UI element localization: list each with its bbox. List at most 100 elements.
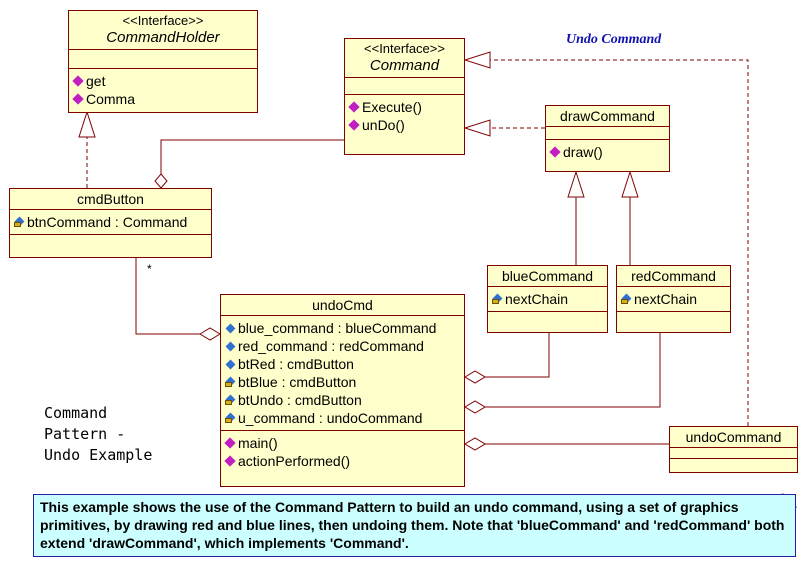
operation-label: Execute() [362, 99, 422, 115]
class-bluecommand[interactable]: blueCommand nextChain [487, 265, 608, 333]
generalization-arrowhead-red [621, 170, 639, 198]
attribute-label: red_command : redCommand [238, 338, 424, 354]
operation-section: main() actionPerformed() [221, 431, 464, 473]
class-header: undoCmd [221, 295, 464, 316]
attribute-section: blue_command : blueCommand red_command :… [221, 316, 464, 431]
attribute-section [546, 127, 669, 140]
attribute-section [670, 448, 797, 459]
operation-row: draw() [549, 143, 665, 161]
operation-icon [348, 119, 360, 131]
attribute-row: btUndo : cmdButton [225, 391, 460, 409]
aggregation-cmdbutton-command [160, 139, 344, 174]
operation-row: unDo() [348, 116, 460, 134]
aggregation-undocmd-redcommand [485, 333, 661, 408]
class-cmdbutton[interactable]: cmdButton btnCommand : Command [9, 188, 212, 258]
operation-icon [72, 93, 84, 105]
class-name: CommandHolder [106, 29, 220, 46]
class-header: drawCommand [546, 106, 669, 127]
aggregation-diamond-red [464, 400, 486, 414]
attribute-section [69, 50, 257, 69]
class-name: cmdButton [77, 191, 144, 207]
private-attribute-icon [225, 377, 237, 388]
attribute-label: btBlue : cmdButton [238, 374, 357, 390]
operation-label: Comma [86, 91, 136, 107]
note-box: This example shows the use of the Comman… [33, 494, 796, 557]
aggregation-diamond-undocmd-left [199, 327, 221, 341]
stereotype-label: <<Interface>> [122, 13, 204, 28]
class-header: undoCommand [670, 427, 797, 448]
realization-undocommand-command [490, 59, 749, 426]
attribute-label: blue_command : blueCommand [238, 320, 437, 336]
class-header: <<Interface>> CommandHolder [69, 11, 257, 50]
class-name: undoCommand [685, 429, 782, 445]
operation-section: Execute() unDo() [345, 95, 464, 137]
attribute-row: blue_command : blueCommand [225, 319, 460, 337]
private-attribute-icon [14, 217, 26, 228]
attribute-label: u_command : undoCommand [238, 410, 423, 426]
stereotype-label: <<Interface>> [364, 41, 445, 56]
class-command[interactable]: <<Interface>> Command Execute() unDo() [344, 38, 465, 155]
realization-arrowhead-command-lower [463, 119, 491, 137]
note-text: This example shows the use of the Comman… [40, 499, 785, 551]
operation-label: draw() [563, 144, 603, 160]
operation-label: actionPerformed() [238, 453, 351, 469]
class-commandholder[interactable]: <<Interface>> CommandHolder get Comma [68, 10, 258, 113]
aggregation-undocmd-bluecommand [485, 333, 550, 378]
operation-section [10, 235, 211, 247]
public-attribute-icon [225, 341, 236, 351]
attribute-row: btnCommand : Command [14, 213, 207, 231]
private-attribute-icon [621, 294, 633, 305]
aggregation-diamond-cmdbutton [154, 173, 168, 189]
operation-section [617, 312, 730, 322]
public-attribute-icon [225, 359, 236, 369]
attribute-section [345, 78, 464, 95]
attribute-row: nextChain [492, 290, 603, 308]
operation-section: draw() [546, 140, 669, 164]
operation-row: Execute() [348, 98, 460, 116]
attribute-label: nextChain [505, 291, 569, 307]
realization-arrowhead-command-upper [463, 51, 491, 69]
operation-section [488, 312, 607, 322]
operation-row: Comma [72, 90, 253, 108]
operation-icon [72, 75, 84, 87]
class-name: undoCmd [312, 297, 373, 313]
class-name: blueCommand [501, 268, 594, 284]
class-undocommand[interactable]: undoCommand [669, 426, 798, 473]
class-header: redCommand [617, 266, 730, 287]
class-drawcommand[interactable]: drawCommand draw() [545, 105, 670, 172]
operation-section: get Comma [69, 69, 257, 111]
attribute-label: btRed : cmdButton [238, 356, 354, 372]
attribute-label: nextChain [634, 291, 698, 307]
operation-section [670, 459, 797, 469]
aggregation-diamond-blue [464, 370, 486, 384]
attribute-label: btUndo : cmdButton [238, 392, 362, 408]
aggregation-diamond-undocommand [464, 437, 486, 451]
operation-row: main() [224, 434, 460, 452]
operation-icon [224, 437, 236, 449]
operation-label: main() [238, 435, 278, 451]
class-redcommand[interactable]: redCommand nextChain [616, 265, 731, 333]
generalization-arrowhead-blue [567, 170, 585, 198]
aggregation-undocmd-cmdbutton [135, 258, 200, 335]
private-attribute-icon [225, 413, 237, 424]
diagram-caption: Command Pattern - Undo Example [44, 404, 153, 464]
attribute-row: nextChain [621, 290, 726, 308]
attribute-label: btnCommand : Command [27, 214, 188, 230]
operation-icon [348, 101, 360, 113]
private-attribute-icon [492, 294, 504, 305]
attribute-section: btnCommand : Command [10, 210, 211, 235]
attribute-row: u_command : undoCommand [225, 409, 460, 427]
class-header: blueCommand [488, 266, 607, 287]
attribute-section: nextChain [617, 287, 730, 312]
operation-row: get [72, 72, 253, 90]
class-name: drawCommand [560, 108, 655, 124]
class-name: redCommand [631, 268, 716, 284]
multiplicity-label: * [147, 262, 152, 276]
class-undocmd[interactable]: undoCmd blue_command : blueCommand red_c… [220, 294, 465, 487]
diagram-title: Undo Command [566, 32, 662, 47]
realization-arrowhead-commandholder [78, 110, 96, 138]
operation-label: get [86, 73, 106, 89]
attribute-section: nextChain [488, 287, 607, 312]
attribute-row: btRed : cmdButton [225, 355, 460, 373]
